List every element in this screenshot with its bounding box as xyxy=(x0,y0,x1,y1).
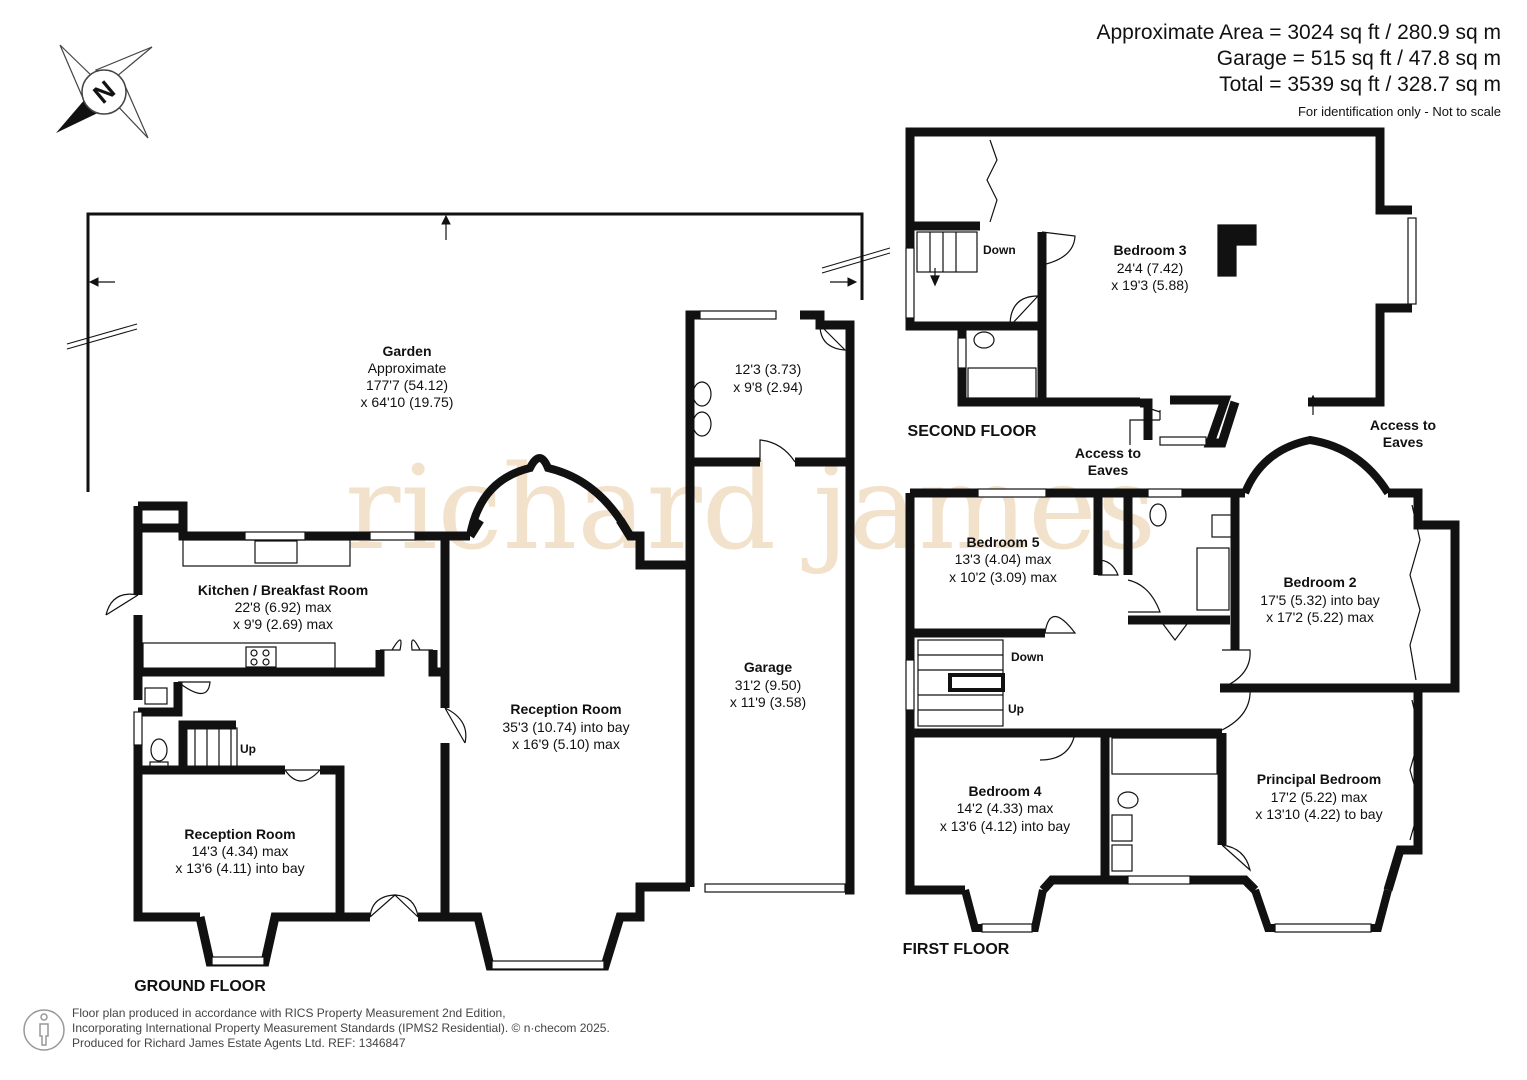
reception-room-small-width: x 13'6 (4.11) into bay xyxy=(175,860,304,876)
garage-label: Garage xyxy=(744,659,792,675)
first-floor-walls xyxy=(905,488,1460,895)
footer-disclaimer: Floor plan produced in accordance with R… xyxy=(72,1006,610,1051)
compass-icon: N xyxy=(56,44,153,139)
stairs-down-label-second: Down xyxy=(983,243,1016,257)
reception-room-small-label: Reception Room xyxy=(184,826,295,842)
utility-width: x 9'8 (2.94) xyxy=(733,379,803,395)
principal-bedroom-length: 17'2 (5.22) max xyxy=(1271,789,1368,805)
reception-room-width: x 16'9 (5.10) max xyxy=(512,736,620,752)
bedroom-3-width: x 19'3 (5.88) xyxy=(1111,277,1188,293)
second-floor-fittings xyxy=(905,139,1417,446)
eaves-access-right-l1: Access to xyxy=(1370,417,1436,433)
stairs-down-label-first: Down xyxy=(1011,650,1044,664)
total-area: Total = 3539 sq ft / 328.7 sq m xyxy=(1219,73,1501,96)
utility-length: 12'3 (3.73) xyxy=(735,361,802,377)
scale-note: For identification only - Not to scale xyxy=(1297,104,1501,119)
bedroom-5-width: x 10'2 (3.09) max xyxy=(949,569,1057,585)
bedroom-2-label: Bedroom 2 xyxy=(1283,574,1356,590)
kitchen-label: Kitchen / Breakfast Room xyxy=(198,582,368,598)
reception-room-label: Reception Room xyxy=(510,701,621,717)
info-person-icon xyxy=(23,1009,65,1051)
ground-floor-fittings xyxy=(105,310,847,970)
reception-room-length: 35'3 (10.74) into bay xyxy=(502,719,629,735)
principal-bedroom-width: x 13'10 (4.22) to bay xyxy=(1255,806,1382,822)
eaves-access-left-l1: Access to xyxy=(1075,445,1141,461)
bedroom-4-label: Bedroom 4 xyxy=(968,783,1041,799)
bedroom-5-length: 13'3 (4.04) max xyxy=(955,551,1052,567)
garden-length: 177'7 (54.12) xyxy=(366,377,448,393)
approximate-area: Approximate Area = 3024 sq ft / 280.9 sq… xyxy=(1096,21,1502,44)
bedroom-2-length: 17'5 (5.32) into bay xyxy=(1260,592,1379,608)
kitchen-width: x 9'9 (2.69) max xyxy=(233,616,333,632)
footer-line-3: Produced for Richard James Estate Agents… xyxy=(72,1036,406,1050)
stairs-up-label-first: Up xyxy=(1008,702,1024,716)
bedroom-4-length: 14'2 (4.33) max xyxy=(957,800,1054,816)
garage-area: Garage = 515 sq ft / 47.8 sq m xyxy=(1216,47,1501,70)
first-floor-label: FIRST FLOOR xyxy=(903,941,1010,958)
garage-width: x 11'9 (3.58) xyxy=(730,694,806,710)
stairs-up-label: Up xyxy=(240,742,256,756)
eaves-access-left-l2: Eaves xyxy=(1088,462,1129,478)
footer-line-1: Floor plan produced in accordance with R… xyxy=(72,1006,506,1020)
eaves-access-right-l2: Eaves xyxy=(1383,434,1424,450)
footer-line-2: Incorporating International Property Mea… xyxy=(72,1021,610,1035)
bedroom-3-length: 24'4 (7.42) xyxy=(1117,260,1184,276)
area-summary: Approximate Area = 3024 sq ft / 280.9 sq… xyxy=(1097,20,1502,119)
reception-room-small-length: 14'3 (4.34) max xyxy=(192,843,289,859)
garden-width: x 64'10 (19.75) xyxy=(361,394,454,410)
first-floor-fittings xyxy=(905,435,1421,933)
kitchen-length: 22'8 (6.92) max xyxy=(235,599,332,615)
ground-floor-label: GROUND FLOOR xyxy=(134,978,266,995)
bedroom-4-width: x 13'6 (4.12) into bay xyxy=(940,818,1070,834)
principal-bedroom-label: Principal Bedroom xyxy=(1257,771,1381,787)
second-floor-label: SECOND FLOOR xyxy=(908,423,1037,440)
garage-length: 31'2 (9.50) xyxy=(735,677,802,693)
bedroom-3-label: Bedroom 3 xyxy=(1113,242,1186,258)
garden-boundary xyxy=(66,212,891,492)
garden-label: Garden xyxy=(382,343,431,359)
bedroom-2-width: x 17'2 (5.22) max xyxy=(1266,609,1374,625)
bedroom-5-label: Bedroom 5 xyxy=(966,534,1039,550)
garden-approx: Approximate xyxy=(368,360,447,376)
